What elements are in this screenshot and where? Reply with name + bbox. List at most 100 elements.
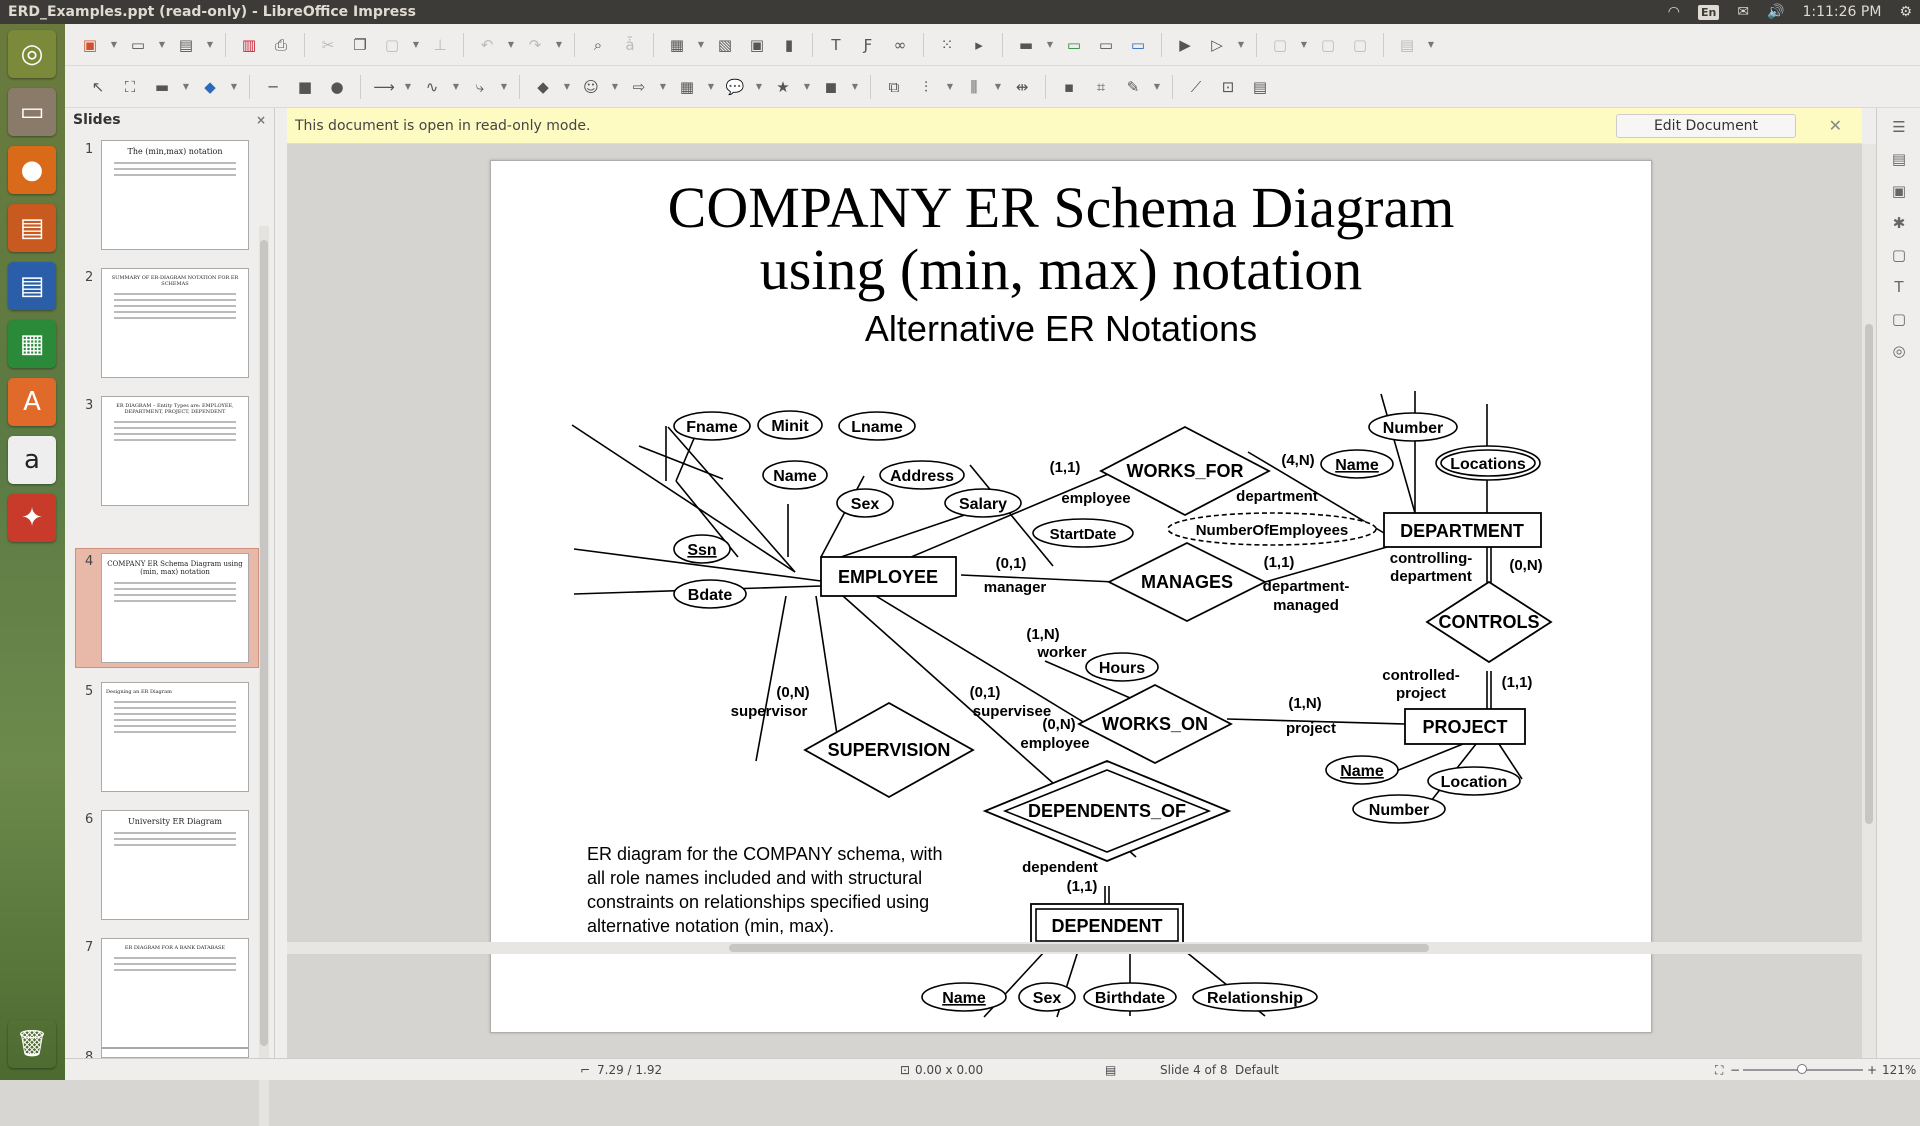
chart-icon[interactable]: ▮ (784, 35, 794, 54)
glue-points-icon[interactable]: ⊡ (1221, 77, 1235, 96)
arrange-dropdown-icon[interactable]: ▼ (994, 82, 1002, 91)
redo-dropdown-icon[interactable]: ▼ (555, 40, 563, 49)
align-dropdown-icon[interactable]: ▼ (946, 82, 954, 91)
start-slideshow-icon[interactable]: ▶ (1179, 35, 1191, 54)
callouts-icon[interactable]: 💬 (725, 77, 745, 96)
vertical-scrollbar[interactable] (1862, 144, 1876, 1062)
writer-icon[interactable]: ▤ (8, 262, 56, 310)
attr-lname[interactable]: Lname (838, 411, 916, 441)
views-dropdown-icon[interactable]: ▼ (1427, 40, 1435, 49)
impress-icon[interactable]: ▤ (8, 204, 56, 252)
entity-department[interactable]: DEPARTMENT (1383, 512, 1542, 548)
attr-pname[interactable]: Name (1325, 755, 1399, 785)
master-slides-icon[interactable]: ✱ (1892, 214, 1906, 232)
navigator-icon[interactable]: ◎ (1892, 342, 1906, 360)
slide[interactable]: COMPANY ER Schema Diagram using (min, ma… (490, 160, 1652, 1033)
close-infobar-icon[interactable]: ✕ (1828, 116, 1842, 135)
new-dropdown-icon[interactable]: ▼ (110, 40, 118, 49)
attr-depsex[interactable]: Sex (1018, 982, 1076, 1012)
rel-works-for[interactable]: WORKS_FOR (1099, 425, 1271, 517)
display-views-icon[interactable]: ▤ (1399, 35, 1415, 54)
volume-icon[interactable]: 🔊 (1767, 4, 1785, 20)
attr-dnumber[interactable]: Number (1368, 412, 1458, 442)
attr-name[interactable]: Name (762, 460, 828, 490)
wifi-icon[interactable]: ◠ (1667, 4, 1680, 20)
image-icon[interactable]: ▧ (717, 35, 733, 54)
points-icon[interactable]: ⟋ (1190, 77, 1202, 96)
callouts-dropdown-icon[interactable]: ▼ (755, 82, 763, 91)
connectors-icon[interactable]: ⤷ (475, 77, 485, 96)
align-icon[interactable]: ⫶ (924, 77, 928, 96)
select-icon[interactable]: ↖ (91, 77, 105, 96)
properties-icon[interactable]: ☰ (1892, 118, 1906, 136)
software-center-icon[interactable]: A (8, 378, 56, 426)
slideshow-dropdown-icon[interactable]: ▼ (1237, 40, 1245, 49)
cut-icon[interactable]: ✂ (321, 35, 335, 54)
transition-icon[interactable]: ▢ (1320, 35, 1336, 54)
slide-thumbnail-1[interactable]: The (min,max) notation (101, 140, 249, 250)
helplines-icon[interactable]: ▸ (975, 35, 983, 54)
line-color-icon[interactable]: ▬ (154, 77, 170, 96)
ellipse-tool-icon[interactable]: ● (330, 77, 344, 96)
mail-icon[interactable]: ✉ (1737, 4, 1750, 20)
line-color-dropdown-icon[interactable]: ▼ (182, 82, 190, 91)
grid-icon[interactable]: ⁙ (940, 35, 954, 54)
attr-plocation[interactable]: Location (1427, 766, 1521, 796)
zoom-pan-icon[interactable]: ⛶ (124, 77, 136, 96)
edit-document-button[interactable]: Edit Document (1616, 114, 1796, 138)
slideshow-current-icon[interactable]: ▷ (1211, 35, 1223, 54)
block-arrows-icon[interactable]: ⇨ (632, 77, 646, 96)
block-arrows-dropdown-icon[interactable]: ▼ (659, 82, 667, 91)
close-pane-icon[interactable]: × (255, 113, 266, 127)
calc-icon[interactable]: ▦ (8, 320, 56, 368)
attr-numemp[interactable]: NumberOfEmployees (1167, 512, 1377, 546)
open-dropdown-icon[interactable]: ▼ (158, 40, 166, 49)
gallery-icon[interactable]: T (1894, 278, 1904, 296)
attr-sex[interactable]: Sex (836, 488, 894, 518)
animation-icon[interactable]: ▢ (1352, 35, 1368, 54)
entity-dependent[interactable]: DEPENDENT (1030, 903, 1184, 947)
attr-fname[interactable]: Fname (673, 411, 751, 441)
media-icon[interactable]: ▣ (749, 35, 765, 54)
stars-dropdown-icon[interactable]: ▼ (803, 82, 811, 91)
line-tool-icon[interactable]: ─ (268, 77, 278, 96)
trash-icon[interactable]: 🗑 (8, 1020, 56, 1068)
slide-thumbnail-5[interactable]: Designing an ER Diagram (101, 682, 249, 792)
rel-dependents-of[interactable]: DEPENDENTS_OF (982, 760, 1232, 862)
copy-icon[interactable]: ❐ (353, 35, 367, 54)
shadow-icon[interactable]: ▪ (1063, 77, 1075, 96)
curves-dropdown-icon[interactable]: ▼ (452, 82, 460, 91)
comment-icon[interactable]: ▢ (1272, 35, 1288, 54)
print-icon[interactable]: ⎙ (274, 35, 287, 54)
crop-icon[interactable]: ⌗ (1096, 77, 1106, 96)
undo-icon[interactable]: ↶ (480, 35, 494, 54)
arrange-icon[interactable]: ⫼ (970, 77, 978, 96)
attr-address[interactable]: Address (879, 460, 965, 490)
firefox-icon[interactable]: ● (8, 146, 56, 194)
keyboard-layout-indicator[interactable]: En (1697, 4, 1720, 20)
attr-birthdate[interactable]: Birthdate (1083, 982, 1177, 1012)
files-icon[interactable]: ▭ (8, 88, 56, 136)
open-icon[interactable]: ▭ (130, 35, 146, 54)
lines-arrows-icon[interactable]: ⟶ (373, 77, 395, 96)
export-pdf-icon[interactable]: ▥ (241, 35, 257, 54)
attr-minit[interactable]: Minit (757, 410, 823, 440)
filter-icon[interactable]: ✎ (1126, 77, 1140, 96)
entity-employee[interactable]: EMPLOYEE (820, 556, 957, 597)
horizontal-scrollbar[interactable] (287, 942, 1862, 954)
save-icon[interactable]: ▤ (178, 35, 194, 54)
undo-dropdown-icon[interactable]: ▼ (507, 40, 515, 49)
attr-hours[interactable]: Hours (1085, 652, 1159, 682)
settings-gear-icon[interactable]: ⚙ (1899, 4, 1912, 20)
rel-supervision[interactable]: SUPERVISION (803, 701, 975, 799)
rel-works-on[interactable]: WORKS_ON (1077, 683, 1233, 765)
slide-thumbnail-6[interactable]: University ER Diagram (101, 810, 249, 920)
transformations-icon[interactable]: ⧉ (888, 77, 900, 96)
zoom-in-icon[interactable]: + (1867, 1063, 1878, 1077)
clone-formatting-icon[interactable]: ⊥ (433, 35, 447, 54)
master-slide-name[interactable]: Default (1235, 1063, 1279, 1077)
scrollbar-thumb[interactable] (1865, 324, 1873, 824)
stars-icon[interactable]: ★ (776, 77, 790, 96)
attr-startdate[interactable]: StartDate (1032, 518, 1134, 548)
connectors-dropdown-icon[interactable]: ▼ (500, 82, 508, 91)
